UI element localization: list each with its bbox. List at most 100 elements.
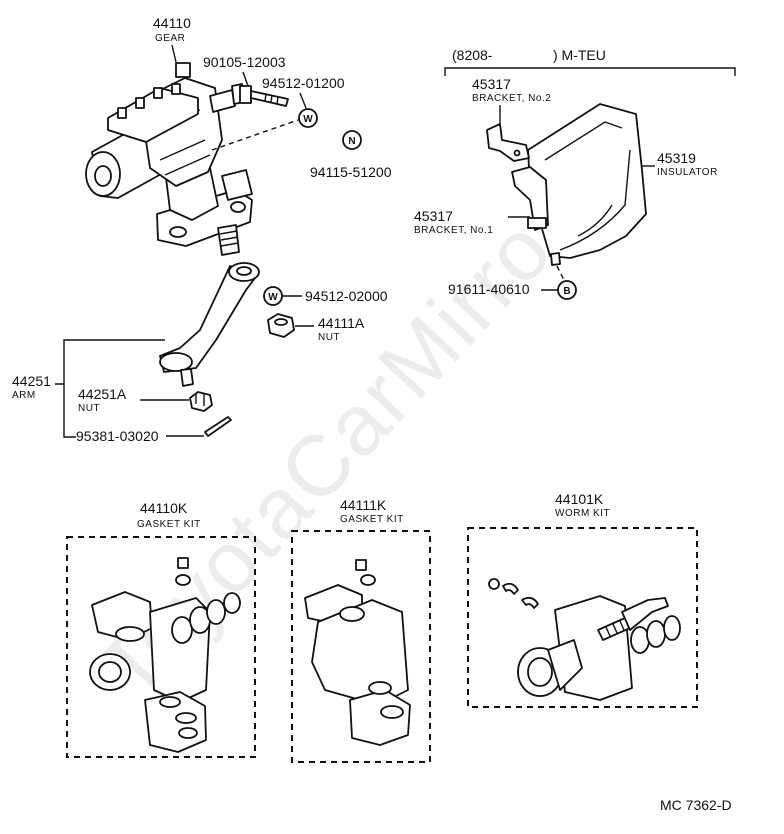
bracket-no1-part-number: 45317 <box>414 208 453 224</box>
flange-hole-right <box>230 201 246 213</box>
kit-3-box <box>467 527 698 708</box>
washer-lower-symbol: W <box>268 292 278 303</box>
kit-3-bearing-inner <box>527 657 553 687</box>
drawing-code: MC 7362-D <box>660 797 732 813</box>
kit-3-ring-c <box>663 615 681 641</box>
cotter-pin <box>204 416 232 437</box>
cover-bolt <box>153 87 163 99</box>
kit-1-plug <box>177 557 189 569</box>
insulator-group-bracket <box>444 67 736 76</box>
kit-3-clip-c <box>521 596 539 609</box>
arm-ball-stud <box>180 368 194 387</box>
arm-nut-part-number: 44251A <box>78 386 127 402</box>
nut-44111a-part-name: NUT <box>318 332 340 343</box>
bolt-head <box>239 85 252 104</box>
nut-44111a-part-number: 44111A <box>318 315 365 331</box>
kit-1-name: GASKET KIT <box>137 519 201 530</box>
spline-lines <box>219 230 239 247</box>
flange-hole-left <box>169 226 187 238</box>
kit-1-box <box>66 536 256 758</box>
bolt-leader <box>242 71 249 87</box>
bolt-shank <box>250 90 289 107</box>
nut-upper-symbol: N <box>348 136 355 147</box>
cover-bolt <box>171 83 181 95</box>
kit-1-ring-c <box>178 727 198 739</box>
production-range-start: (8208- <box>452 47 493 63</box>
kit-1-seal-d <box>223 592 241 614</box>
insulator-bolt-part-number: 91611-40610 <box>448 281 530 297</box>
production-range-end: ) M-TEU <box>553 47 606 63</box>
kit-3-worm-shaft <box>621 597 669 631</box>
kit-3-bearing-race <box>547 639 583 691</box>
castle-nut-slots <box>195 394 205 406</box>
kit-3-spline-lines <box>605 620 625 637</box>
cover-bolt <box>135 97 145 109</box>
arm-mount-nut-bore <box>274 318 288 326</box>
washer-upper-leader <box>299 92 307 109</box>
kit-2-plug <box>355 559 367 571</box>
washer-upper-part-number: 94512-01200 <box>262 75 345 91</box>
kit-2-ring-b <box>380 705 404 719</box>
kit-1-number: 44110K <box>140 500 188 516</box>
arm-castle-nut <box>189 391 213 412</box>
insulator-bolt-axis <box>556 265 565 281</box>
kit-2-name: GASKET KIT <box>340 514 404 525</box>
insulator-bolt <box>550 252 561 266</box>
bolt-symbol-circle <box>557 280 577 300</box>
bolt-part-number: 90105-12003 <box>203 54 286 70</box>
insulator-part-number: 45319 <box>657 150 696 166</box>
kit-3-number: 44101K <box>555 491 604 507</box>
kit-1-cover-seal <box>115 626 145 642</box>
bracket-no1-part-name: BRACKET, No.1 <box>414 225 493 236</box>
bolt-threads <box>264 93 279 105</box>
washer-upper-symbol: W <box>303 114 313 125</box>
kit-1-worm-cover-ring <box>98 661 122 683</box>
kit-3-clip-a <box>488 578 500 590</box>
kit-2-seal <box>339 606 365 622</box>
insulator-part-name: INSULATOR <box>657 167 718 178</box>
kit-2-ring-a <box>368 681 392 695</box>
kit-1-ring-a <box>159 696 181 708</box>
washer-lower-part-number: 94512-02000 <box>305 288 388 304</box>
nut-symbol-circle <box>342 130 362 150</box>
pitman-arm <box>159 262 260 387</box>
kit-3-ring-b <box>646 620 666 648</box>
side-mount-ear <box>221 169 253 201</box>
gear-part-number: 44110 <box>153 15 191 31</box>
bracket-no1-foot <box>527 217 547 229</box>
arm-ball-joint <box>159 352 193 372</box>
bracket-no2 <box>486 123 530 162</box>
sector-shaft-spline <box>217 224 240 256</box>
cover-bolt <box>117 107 127 119</box>
arm-part-number: 44251 <box>12 373 51 389</box>
input-shaft <box>209 89 236 113</box>
gasket-kit-2-parts <box>304 559 411 746</box>
insulator-bolt-symbol: B <box>563 286 570 297</box>
kit-3-name: WORM KIT <box>555 508 610 519</box>
kit-3-ring-a <box>630 626 650 654</box>
filler-plug <box>175 62 191 78</box>
kit-2-lower-housing <box>349 689 411 746</box>
arm-part-name: ARM <box>12 390 36 401</box>
arm-boss-bore <box>236 266 252 276</box>
arm-body <box>159 265 259 373</box>
worm-kit-parts <box>488 578 681 701</box>
bracket-no2-hole <box>513 149 521 157</box>
worm-end-plug <box>94 165 112 187</box>
kit-1-seal-a <box>171 616 193 644</box>
gasket-kit-1-parts <box>89 557 241 753</box>
bracket-no2-part-name: BRACKET, No.2 <box>472 93 551 104</box>
kit-2-number: 44111K <box>340 497 387 513</box>
kit-1-ring-b <box>175 712 197 724</box>
nut-upper-part-number: 94115-51200 <box>310 164 392 180</box>
bracket-no2-part-number: 45317 <box>472 76 511 92</box>
kit-2-box <box>291 530 431 763</box>
kit-1-seal-c <box>206 599 226 625</box>
gear-leader <box>171 44 177 63</box>
arm-nut-part-name: NUT <box>78 403 100 414</box>
gear-part-name: GEAR <box>155 33 185 44</box>
kit-3-clip-b <box>502 582 519 595</box>
insulator-inner-contour <box>544 121 631 251</box>
steering-gear <box>85 62 253 256</box>
